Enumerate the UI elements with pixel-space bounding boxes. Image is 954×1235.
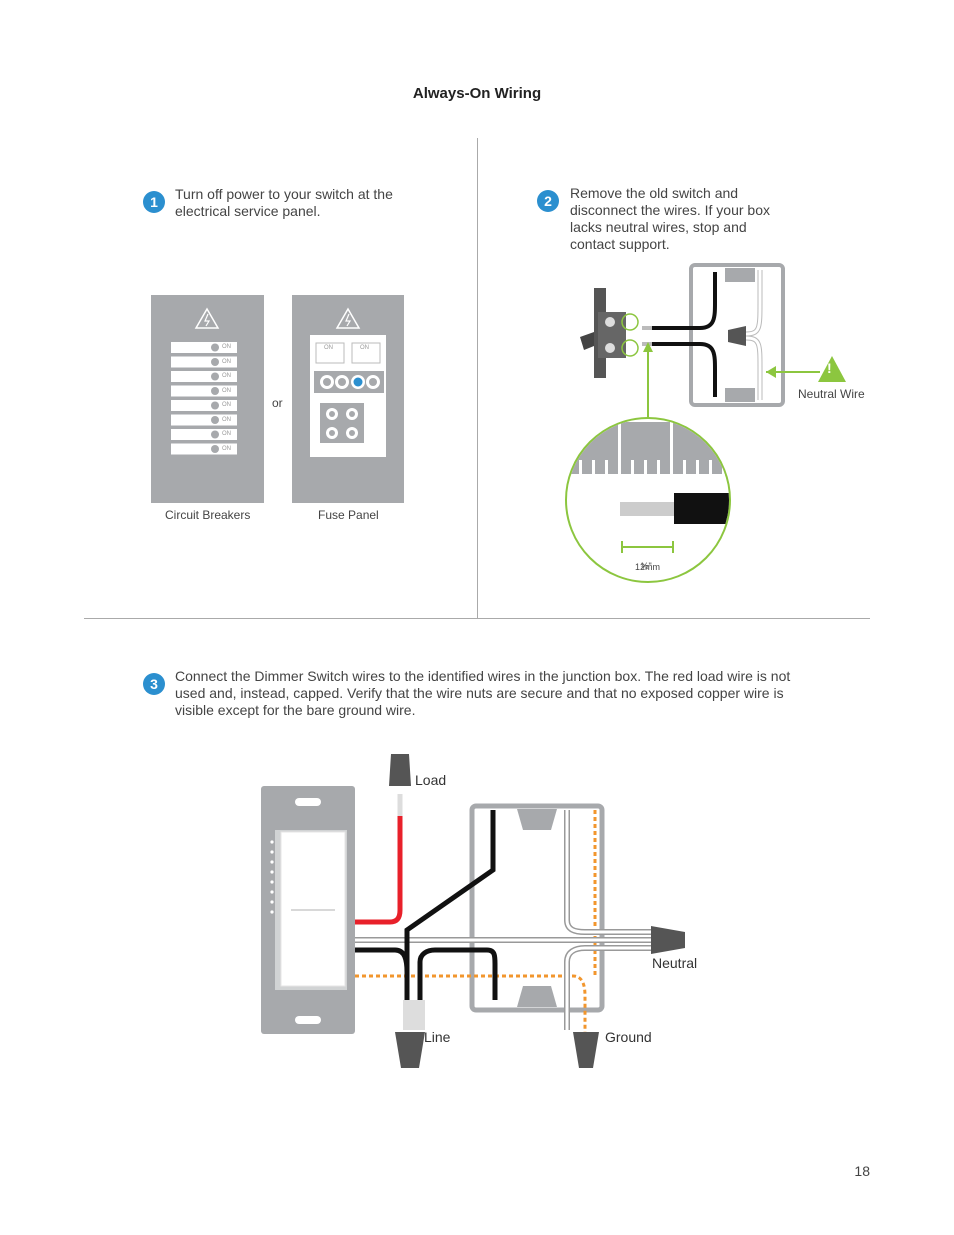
breaker-switch <box>171 414 237 426</box>
remove-switch-illustration <box>565 263 846 583</box>
page-number: 18 <box>854 1163 870 1179</box>
step-3-text: Connect the Dimmer Switch wires to the i… <box>175 668 791 718</box>
ground-label: Ground <box>605 1029 652 1045</box>
step-1-badge: 1 <box>143 191 165 213</box>
fuse-switch-on-label: ON <box>324 345 333 351</box>
breaker-switch <box>171 342 237 353</box>
step-1-text: Turn off power to your switch at the ele… <box>175 186 393 219</box>
horizontal-divider <box>84 618 870 619</box>
breaker-switch <box>171 385 237 397</box>
strip-length-mm-label: 12mm <box>635 562 661 572</box>
circuit-breaker-panel-illustration <box>151 295 264 503</box>
high-voltage-warning-icon <box>335 307 361 329</box>
breaker-on-label: ON <box>222 402 231 408</box>
step-2-badge: 2 <box>537 190 559 212</box>
neutral-label: Neutral <box>652 955 698 971</box>
breaker-switch <box>171 429 237 440</box>
warning-icon <box>818 356 846 382</box>
breaker-switch <box>171 443 237 455</box>
fuse-panel-caption: Fuse Panel <box>318 508 379 522</box>
or-label: or <box>272 396 283 410</box>
breaker-on-label: ON <box>222 344 231 350</box>
breaker-switch <box>171 356 237 368</box>
breaker-on-label: ON <box>222 445 231 452</box>
breaker-switch <box>171 400 237 411</box>
high-voltage-warning-icon <box>194 307 220 329</box>
step-3-badge: 3 <box>143 673 165 695</box>
vertical-divider <box>477 138 478 618</box>
breaker-on-label: ON <box>222 387 231 394</box>
line-label: Line <box>424 1029 451 1045</box>
fuse-switch-on-label: ON <box>360 345 369 351</box>
dimmer-wiring-illustration <box>261 754 685 1068</box>
breaker-on-label: ON <box>222 431 231 437</box>
strip-length-inch-label: ½" <box>641 561 652 571</box>
breaker-on-label: ON <box>222 416 231 423</box>
fuse-panel-illustration <box>292 295 404 503</box>
breaker-on-label: ON <box>222 373 231 379</box>
warning-icon-glyph: ! <box>827 360 832 376</box>
breaker-on-label: ON <box>222 358 231 365</box>
page-title: Always-On Wiring <box>412 85 542 102</box>
load-label: Load <box>415 772 447 788</box>
step-2-text: Remove the old switch and disconnect the… <box>570 185 770 252</box>
breaker-switch <box>171 371 237 382</box>
neutral-wire-label: Neutral Wire <box>798 387 865 401</box>
circuit-breakers-caption: Circuit Breakers <box>165 508 251 522</box>
